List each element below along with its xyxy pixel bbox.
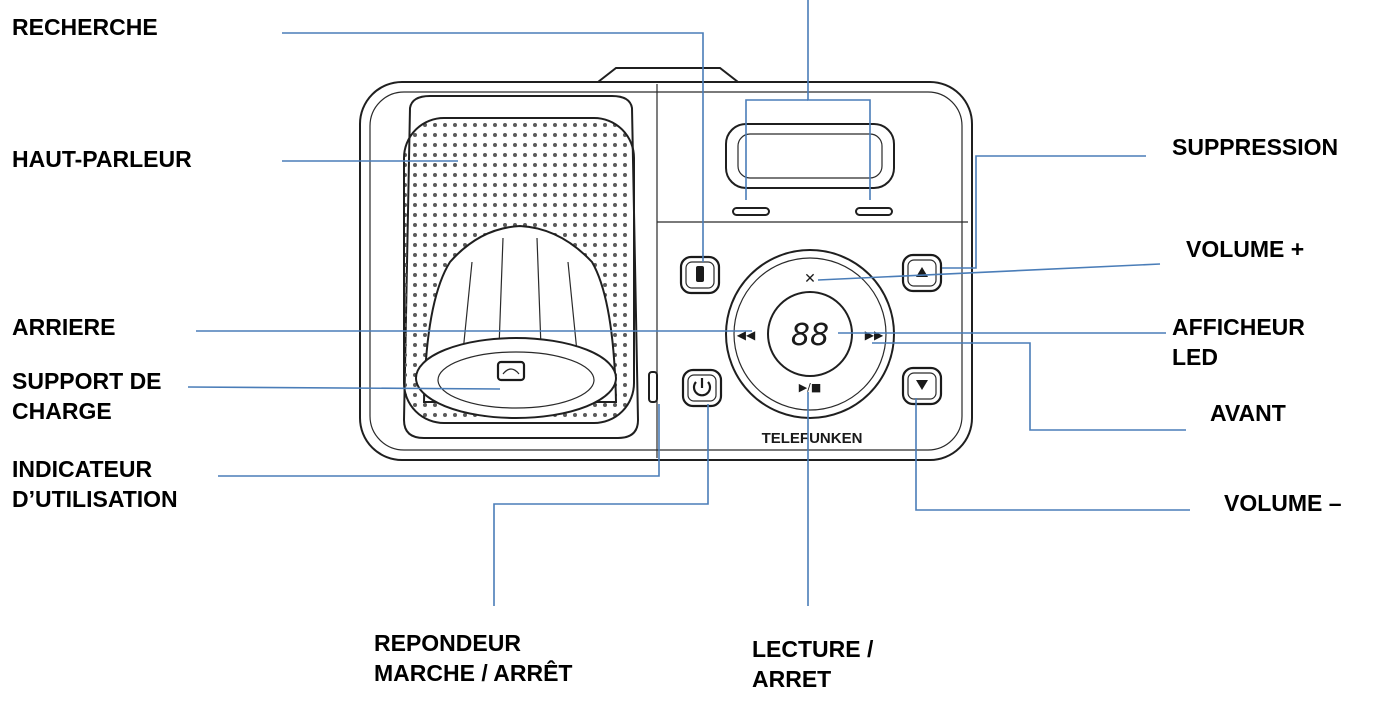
leader-repondeur: [493, 404, 709, 606]
leader-lcd-top-left: [745, 99, 808, 200]
label-recherche: RECHERCHE: [12, 14, 158, 40]
charge-handset-glyph: [502, 368, 520, 375]
triangle-down-icon: [916, 380, 928, 390]
play-stop-icon[interactable]: ▶/■: [799, 381, 822, 394]
led-display: 88: [791, 318, 829, 353]
delete-x-icon[interactable]: ✕: [804, 271, 816, 287]
brand-logo: TELEFUNKEN: [762, 430, 863, 447]
charge-contact-icon: [496, 360, 526, 382]
label-volume-plus: VOLUME +: [1186, 236, 1305, 262]
power-icon: [692, 381, 712, 397]
leader-support: [187, 386, 501, 390]
volume-down-button[interactable]: [901, 366, 943, 406]
leader-suppression: [942, 155, 1146, 269]
control-ring-inner: [733, 257, 887, 411]
fast-forward-icon[interactable]: ▶▶: [865, 328, 884, 342]
leader-indicateur: [218, 404, 660, 477]
label-suppression: SUPPRESSION: [1172, 134, 1339, 160]
leader-avant: [872, 342, 1186, 431]
leader-lcd-top: [807, 0, 871, 200]
label-arriere: ARRIERE: [12, 314, 116, 340]
handset-icon: [696, 266, 704, 282]
rewind-icon[interactable]: ◀◀: [737, 328, 756, 342]
search-button[interactable]: [679, 255, 721, 295]
usage-indicator: [648, 371, 658, 403]
right-slot: [855, 207, 893, 216]
leader-volume-minus: [915, 398, 1190, 511]
led-display-bezel: [767, 291, 853, 377]
base-body-inner-edge: [369, 91, 963, 451]
label-lecture-arret: LECTURE /ARRET: [752, 636, 874, 692]
label-avant: AVANT: [1210, 400, 1286, 426]
left-slot: [732, 207, 770, 216]
cradle-ribs: [457, 237, 583, 403]
leader-recherche: [282, 32, 704, 262]
label-volume-minus: VOLUME –: [1224, 490, 1342, 516]
lcd-window: [725, 123, 895, 189]
charging-support-inner: [437, 351, 595, 409]
answering-machine-power-button[interactable]: [681, 368, 723, 408]
lcd-window-inner: [737, 133, 883, 179]
label-haut-parleur: HAUT-PARLEUR: [12, 146, 192, 172]
top-handle: [595, 67, 741, 83]
leader-lines: [187, 0, 1190, 606]
leader-volume-plus: [817, 263, 1161, 281]
volume-up-button[interactable]: [901, 253, 943, 293]
